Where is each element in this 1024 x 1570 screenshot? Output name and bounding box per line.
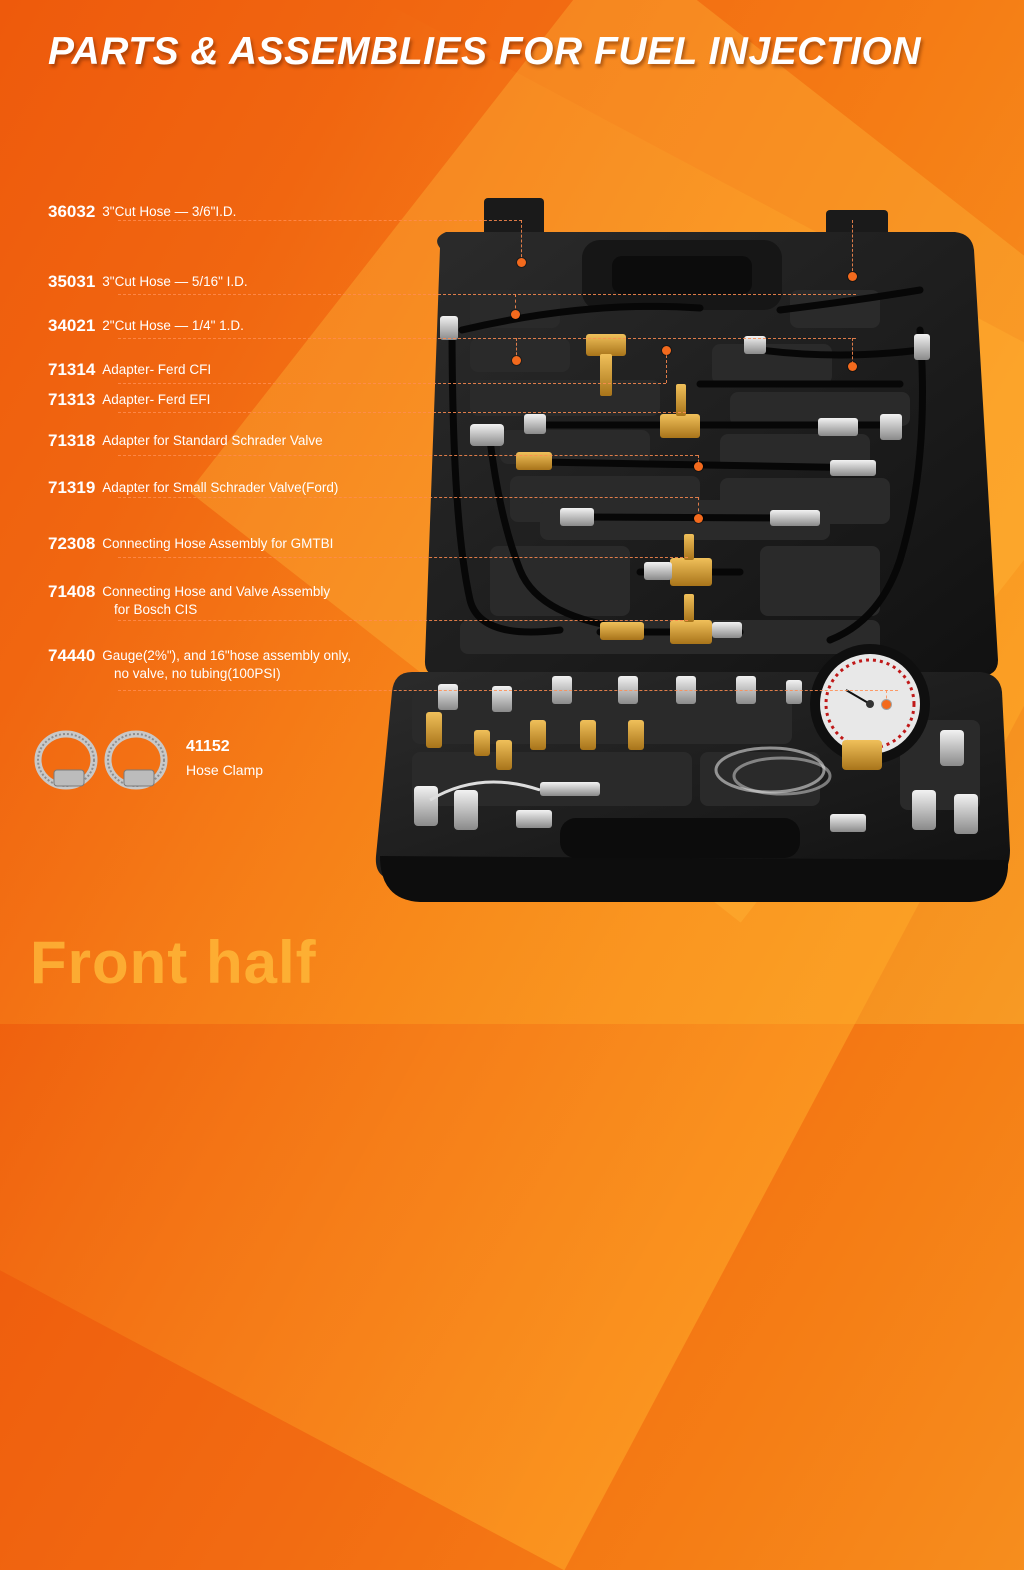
case-base xyxy=(375,644,1010,902)
part-number: 36032 xyxy=(48,202,96,221)
case-lid xyxy=(424,232,998,676)
part-label-71314: 71314 Adapter- Ferd CFI xyxy=(48,360,211,380)
part-description: Adapter for Small Schrader Valve(Ford) xyxy=(102,480,339,495)
part-label-36032: 36032 3"Cut Hose — 3/6"I.D. xyxy=(48,202,236,222)
part-description: Gauge(2%"), and 16"hose assembly only, xyxy=(102,648,352,663)
part-description: Connecting Hose and Valve Assembly xyxy=(102,584,331,599)
part-number: 71313 xyxy=(48,390,96,409)
part-number: 34021 xyxy=(48,316,96,335)
part-label-71313: 71313 Adapter- Ferd EFI xyxy=(48,390,210,410)
part-number: 74440 xyxy=(48,646,96,665)
clamp-description: Hose Clamp xyxy=(186,762,264,778)
part-description: 3"Cut Hose — 3/6"I.D. xyxy=(102,204,237,219)
part-label-74440: 74440 Gauge(2%"), and 16"hose assembly on… xyxy=(48,646,351,682)
clamp-part-number: 41152 xyxy=(186,738,230,755)
part-description: Adapter for Standard Schrader Valve xyxy=(102,433,323,448)
part-number: 71319 xyxy=(48,478,96,497)
watermark-front-half: Front half xyxy=(30,929,317,996)
part-description: Adapter- Ferd EFI xyxy=(102,392,211,407)
part-label-72308: 72308 Connecting Hose Assembly for GMTBI xyxy=(48,534,333,554)
part-number: 72308 xyxy=(48,534,96,553)
part-number: 71314 xyxy=(48,360,96,379)
part-description-line2: no valve, no tubing(100PSI) xyxy=(114,666,281,681)
part-label-35031: 35031 3"Cut Hose — 5/16" I.D. xyxy=(48,272,248,292)
part-label-71318: 71318 Adapter for Standard Schrader Valve xyxy=(48,431,323,451)
part-description-line2: for Bosch CIS xyxy=(114,602,198,617)
part-description: Connecting Hose Assembly for GMTBI xyxy=(102,536,334,551)
part-label-34021: 34021 2"Cut Hose — 1/4" 1.D. xyxy=(48,316,244,336)
page-title: PARTS & ASSEMBLIES FOR FUEL INJECTION xyxy=(48,30,921,73)
part-number: 71408 xyxy=(48,582,96,601)
clamp-label: 41152 Hose Clamp xyxy=(186,738,263,778)
part-label-71319: 71319 Adapter for Small Schrader Valve(Fo… xyxy=(48,478,338,498)
tool-case-illustration xyxy=(34,198,1010,902)
part-number: 35031 xyxy=(48,272,96,291)
part-number: 71318 xyxy=(48,431,96,450)
part-description: Adapter- Ferd CFI xyxy=(102,362,212,377)
part-description: 2"Cut Hose — 1/4" 1.D. xyxy=(102,318,244,333)
part-description: 3"Cut Hose — 5/16" I.D. xyxy=(102,274,248,289)
hose-clamps-image xyxy=(34,730,168,790)
